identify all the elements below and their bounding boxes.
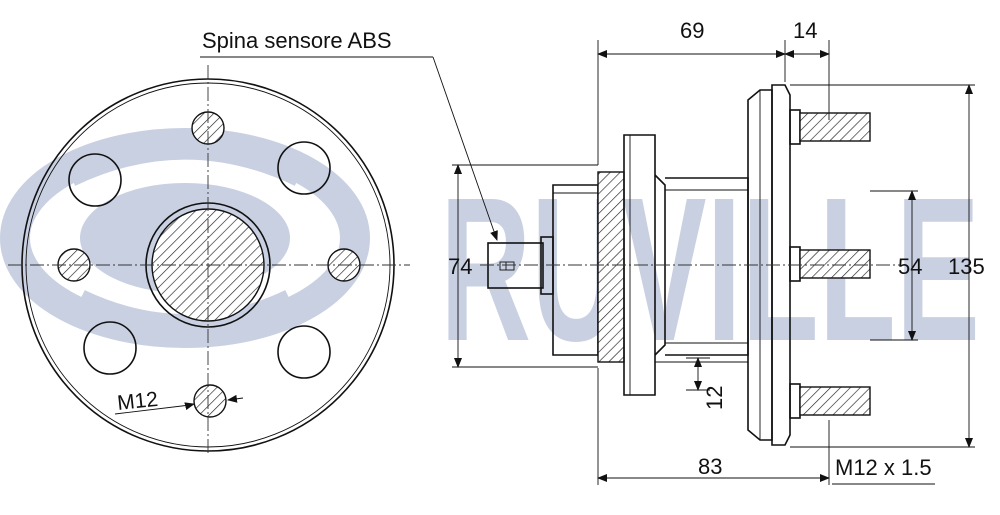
front-center-lines: [8, 65, 410, 455]
hole-upper-left: [68, 153, 122, 207]
hole-lower-left: [83, 321, 137, 375]
dim-14: 14: [793, 18, 817, 43]
stud-top: [789, 109, 871, 145]
wheel-studs: [789, 109, 871, 419]
dim-135: 135: [948, 254, 985, 279]
watermark-text: RUVILLE: [440, 155, 980, 384]
dim-74: 74: [448, 254, 472, 279]
stud-middle: [789, 246, 871, 282]
m12-callout: M12: [114, 388, 244, 415]
dimension-lines: [452, 40, 975, 485]
m12-label: M12: [116, 388, 159, 415]
hole-lower-right: [277, 325, 331, 379]
wheel-flange: [747, 84, 791, 446]
thread-label: M12 x 1.5: [835, 455, 932, 480]
stud-bottom: [789, 383, 871, 419]
abs-sensor-label: Spina sensore ABS: [202, 28, 392, 53]
lightening-holes: [68, 141, 331, 379]
dim-69: 69: [680, 18, 704, 43]
dimension-labels: 69 14 74 54 135 83 12 M12 x 1.5: [448, 18, 985, 480]
dim-83: 83: [698, 454, 722, 479]
side-view: 69 14 74 54 135 83 12 M12 x 1.5: [448, 18, 985, 485]
bolt-hole-bottom: [193, 384, 227, 418]
dim-54: 54: [898, 254, 922, 279]
abs-callout: Spina sensore ABS: [200, 28, 498, 241]
front-view: M12: [8, 65, 410, 455]
hole-upper-right: [277, 141, 331, 195]
seal-ring: [597, 171, 625, 363]
dim-12: 12: [702, 386, 727, 410]
